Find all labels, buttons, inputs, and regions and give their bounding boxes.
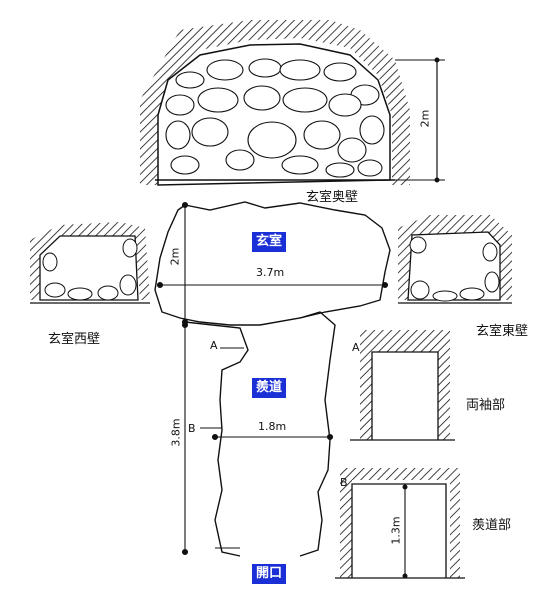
west-wall-elevation <box>30 222 150 304</box>
chamber-height-label: 2m <box>168 247 182 266</box>
marker-a-plan: A <box>210 339 218 352</box>
marker-b-section: B <box>340 476 348 489</box>
passage-height-label: 1.3m <box>389 516 403 545</box>
east-wall-label: 玄室東壁 <box>476 324 529 339</box>
sleeves-label: 両袖部 <box>466 398 506 413</box>
passage-section-label: 羨道部 <box>472 518 512 533</box>
marker-a-section: A <box>352 341 360 354</box>
plan-dimensions <box>156 201 389 556</box>
passage-tag: 羨道 <box>252 378 287 398</box>
marker-b-plan: B <box>188 422 196 435</box>
back-wall-height-label: 2m <box>418 109 432 128</box>
back-wall-label: 玄室奥壁 <box>306 190 359 205</box>
west-wall-label: 玄室西壁 <box>48 332 101 347</box>
sleeves-section <box>350 330 455 441</box>
chamber-tag: 玄室 <box>252 232 287 252</box>
back-wall-elevation <box>140 20 445 186</box>
passage-length-label: 3.8m <box>169 418 183 447</box>
passage-section <box>335 468 465 579</box>
east-wall-elevation <box>398 215 512 304</box>
entrance-tag: 開口 <box>252 564 287 584</box>
chamber-width-label: 3.7m <box>256 266 285 279</box>
passage-width-label: 1.8m <box>258 420 287 433</box>
